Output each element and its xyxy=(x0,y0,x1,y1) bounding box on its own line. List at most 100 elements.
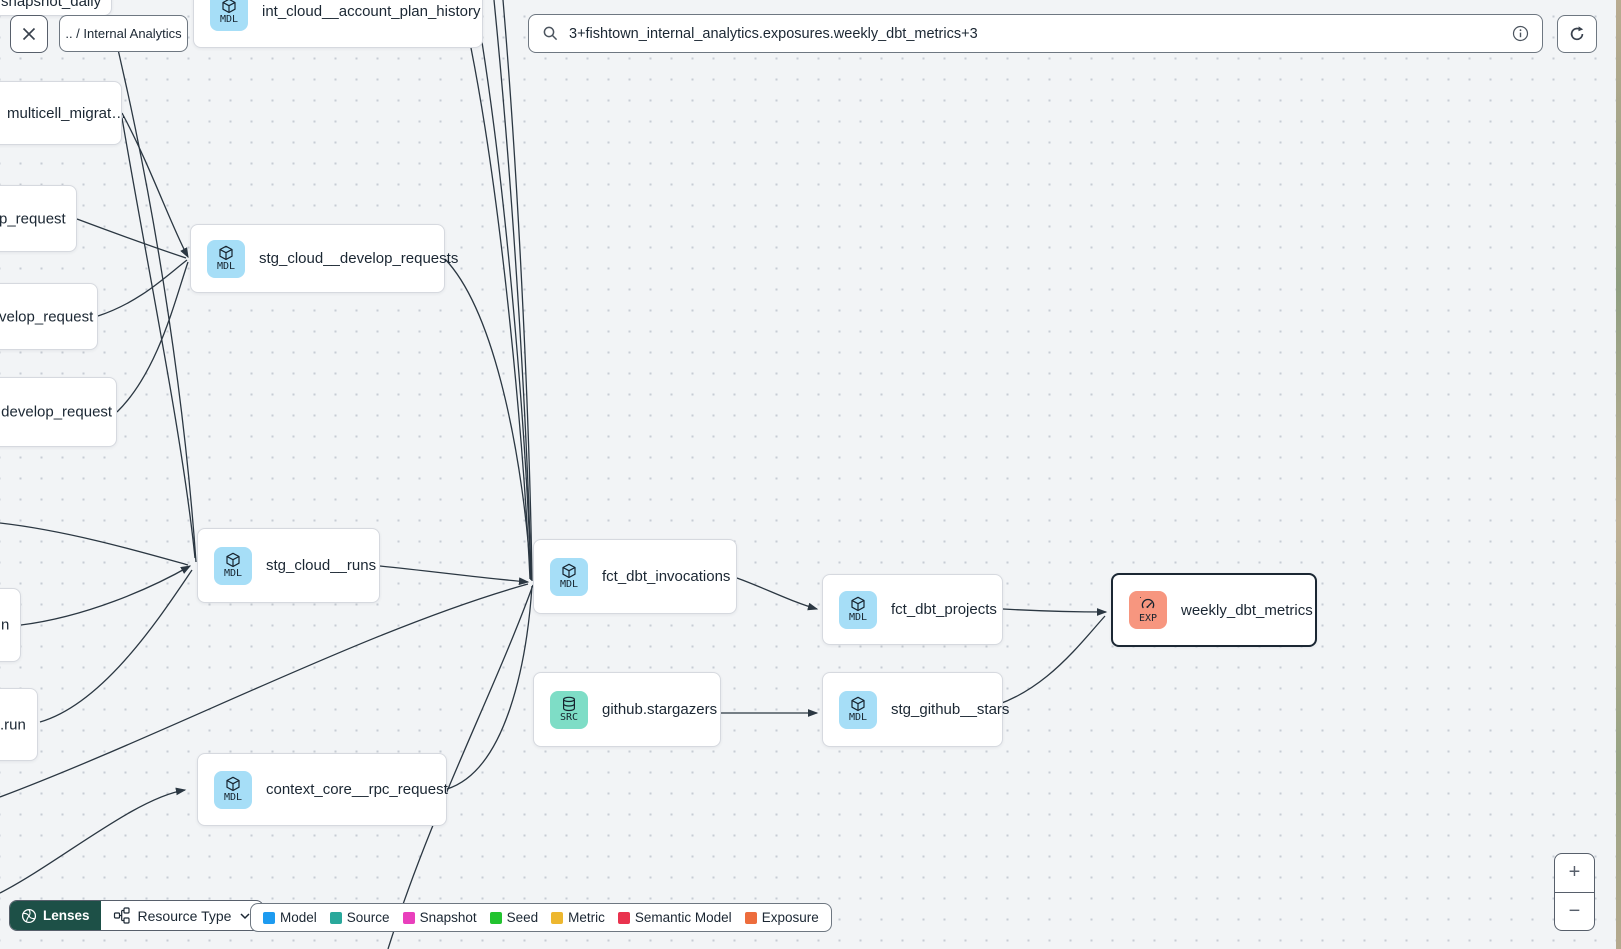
model-badge: MDL xyxy=(839,690,877,729)
node-fct_dbt_invocations[interactable]: MDL fct_dbt_invocations xyxy=(533,539,737,614)
node-weekly_dbt_metrics[interactable]: EXP weekly_dbt_metrics xyxy=(1111,573,1317,647)
badge-abbr: MDL xyxy=(223,792,243,803)
lineage-edge xyxy=(387,584,534,949)
model-badge: MDL xyxy=(207,239,245,278)
lineage-edge xyxy=(116,261,189,413)
legend-item-metric: Metric xyxy=(551,910,605,925)
legend-swatch xyxy=(617,911,630,924)
node-context_core__rpc_request[interactable]: MDL context_core__rpc_request xyxy=(197,753,448,826)
lineage-edge xyxy=(444,258,532,579)
model-badge: MDL xyxy=(550,557,588,596)
legend-label: Seed xyxy=(506,910,539,925)
resource-type-icon xyxy=(113,907,130,924)
lineage-edge xyxy=(20,565,192,626)
node-label: .run xyxy=(0,716,26,733)
lineage-edge xyxy=(121,112,189,259)
badge-abbr: MDL xyxy=(223,568,243,579)
node-label: snapshot_daily xyxy=(1,0,102,10)
badge-abbr: EXP xyxy=(1138,612,1158,624)
info-icon[interactable] xyxy=(1512,25,1529,42)
node-label: fct_dbt_projects xyxy=(891,601,997,618)
legend-item-snapshot: Snapshot xyxy=(402,910,477,925)
legend-label: Exposure xyxy=(761,910,819,925)
lineage-edge xyxy=(736,577,819,611)
lineage-edge xyxy=(0,583,529,798)
cube-icon xyxy=(226,552,240,568)
exposure-badge: EXP xyxy=(1129,591,1167,629)
close-icon xyxy=(22,27,36,41)
node-label: weekly_dbt_metrics xyxy=(1181,601,1313,619)
node-run_node[interactable]: MDL.run xyxy=(0,688,38,761)
lineage-edge xyxy=(0,787,187,894)
model-badge: MDL xyxy=(214,770,252,809)
lineage-edge xyxy=(97,259,188,317)
node-n_node[interactable]: MDLn xyxy=(0,588,21,662)
node-label: context_core__rpc_request xyxy=(266,781,448,798)
legend-label: Source xyxy=(346,910,390,925)
badge-abbr: MDL xyxy=(559,579,579,590)
node-multicell_migrat[interactable]: MDLmulticell_migrat… xyxy=(0,81,126,145)
lineage-edge xyxy=(1002,608,1108,616)
node-label: int_cloud__account_plan_history xyxy=(262,3,481,20)
node-stg_github__stars[interactable]: MDL stg_github__stars xyxy=(822,672,1009,747)
search-bar[interactable] xyxy=(528,14,1543,53)
lenses-button[interactable]: Lenses xyxy=(10,901,101,930)
breadcrumb[interactable]: .. / Internal Analytics xyxy=(59,15,188,52)
node-p_request[interactable]: MDLp_request xyxy=(0,185,77,252)
node-develop_request[interactable]: MDL.develop_request xyxy=(0,377,117,447)
legend-swatch xyxy=(263,911,275,924)
legend-swatch xyxy=(402,911,415,924)
node-velop_request[interactable]: MDLvelop_request xyxy=(0,283,98,350)
node-int_cloud__account_plan_history[interactable]: MDL int_cloud__account_plan_history xyxy=(193,0,483,48)
node-label: p_request xyxy=(0,210,66,227)
node-label: stg_github__stars xyxy=(891,701,1010,718)
node-snapshot_daily[interactable]: snapshot_daily xyxy=(0,0,112,16)
cube-icon xyxy=(219,245,233,261)
lineage-edge xyxy=(121,117,196,559)
search-input[interactable] xyxy=(569,25,1502,42)
database-icon xyxy=(562,696,576,712)
legend-swatch xyxy=(744,911,757,924)
legend-label: Semantic Model xyxy=(634,910,732,925)
resource-type-legend: Model Source Snapshot Seed Metric Semantic Mo… xyxy=(250,903,832,932)
model-badge: MDL xyxy=(210,0,248,31)
node-label: velop_request xyxy=(0,308,94,325)
badge-abbr: MDL xyxy=(848,612,868,623)
legend-item-source: Source xyxy=(329,910,390,925)
legend-label: Metric xyxy=(568,910,605,925)
lineage-edge xyxy=(481,41,532,581)
badge-abbr: MDL xyxy=(216,261,236,272)
legend-item-semantic-model: Semantic Model xyxy=(617,910,732,925)
zoom-out-button[interactable]: − xyxy=(1568,899,1581,922)
desktop-edge-strip xyxy=(1616,0,1621,949)
legend-item-model: Model xyxy=(263,910,317,925)
cube-icon xyxy=(851,596,865,612)
lens-bar: Lenses Resource Type xyxy=(9,900,265,931)
cube-icon xyxy=(222,0,236,14)
badge-abbr: MDL xyxy=(848,712,868,723)
model-badge: MDL xyxy=(839,590,877,629)
lineage-edge xyxy=(446,585,533,790)
lineage-edge xyxy=(0,522,189,566)
node-label: fct_dbt_invocations xyxy=(602,568,731,585)
node-label: n xyxy=(1,616,10,634)
legend-label: Snapshot xyxy=(419,910,477,925)
cube-icon xyxy=(226,776,240,792)
legend-swatch xyxy=(329,911,342,924)
legend-item-exposure: Exposure xyxy=(744,910,819,925)
zoom-in-button[interactable]: + xyxy=(1555,854,1594,893)
close-button[interactable] xyxy=(10,15,48,53)
node-fct_dbt_projects[interactable]: MDL fct_dbt_projects xyxy=(822,574,1003,645)
resource-type-dropdown[interactable]: Resource Type xyxy=(101,901,264,930)
lineage-edge xyxy=(109,15,197,563)
refresh-button[interactable] xyxy=(1557,15,1597,53)
lenses-icon xyxy=(21,908,37,923)
lineage-edge xyxy=(470,47,531,580)
lineage-edge xyxy=(76,218,187,259)
zoom-controls: + − xyxy=(1554,853,1595,931)
